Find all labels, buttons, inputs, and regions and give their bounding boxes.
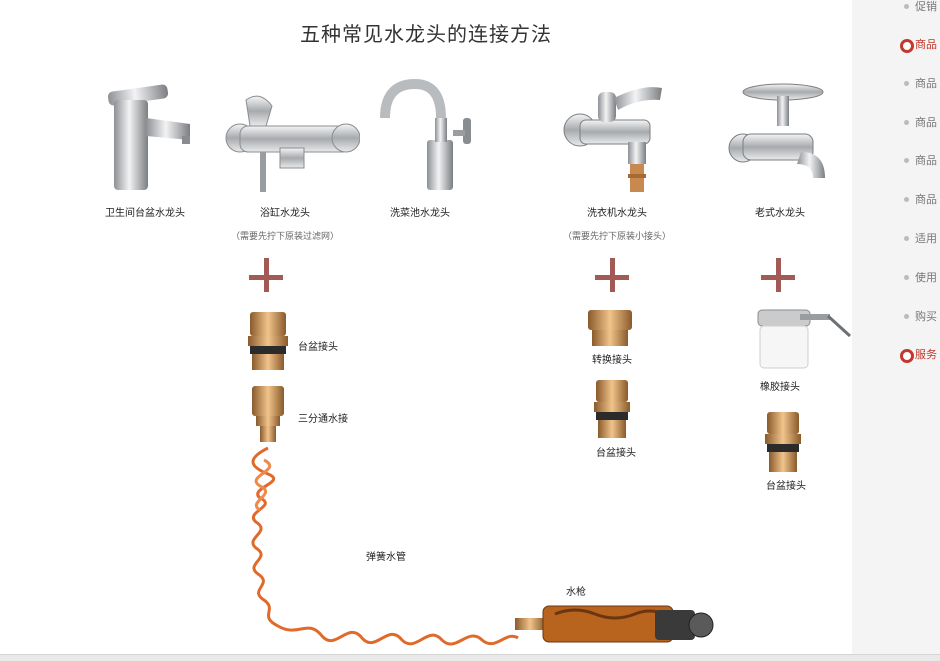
sidebar-item-label: 促销 <box>915 0 937 13</box>
coiled-hose-icon <box>251 446 519 646</box>
sidebar-item-service[interactable]: 服务 <box>852 345 940 365</box>
part-label: 水枪 <box>566 587 586 598</box>
product-detail-image: 五种常见水龙头的连接方法 卫生间台盆水龙头 浴缸水龙头 （需要先拧下原装过滤网） <box>80 22 852 646</box>
faucet-note: （需要先拧下原装过滤网） <box>230 232 339 242</box>
three-way-connector-icon <box>252 386 284 442</box>
bullet-icon <box>904 197 909 202</box>
sidebar-item-product-5[interactable]: 商品 <box>852 190 940 210</box>
part-label: 弹簧水管 <box>366 552 406 563</box>
faucet-washing-machine: 洗衣机水龙头 （需要先拧下原装小接头） <box>552 78 682 242</box>
plus-icon <box>761 258 801 298</box>
kitchen-faucet-icon <box>380 78 471 190</box>
part-label: 台盆接头 <box>298 342 338 353</box>
bullet-icon <box>904 314 909 319</box>
rubber-connector-icon <box>757 309 852 369</box>
faucet-old-style: 老式水龙头 <box>715 78 845 219</box>
bathtub-faucet-icon <box>225 95 360 192</box>
part-label: 台盆接头 <box>766 481 806 492</box>
sidebar-item-label: 购买 <box>915 310 937 323</box>
basin-faucet-icon <box>107 84 190 190</box>
faucet-label: 浴缸水龙头 <box>260 208 310 219</box>
plus-icon <box>595 258 635 298</box>
sidebar-item-product-3[interactable]: 商品 <box>852 113 940 133</box>
part-label: 台盆接头 <box>596 448 636 459</box>
sidebar-item-usage[interactable]: 使用 <box>852 268 940 288</box>
part-label: 橡胶接头 <box>760 382 800 393</box>
bullet-icon <box>904 4 909 9</box>
spray-gun-icon <box>515 605 714 643</box>
sidebar-item-product-1[interactable]: 商品 <box>852 35 940 55</box>
bullet-icon <box>904 236 909 241</box>
sidebar-item-label: 服务 <box>915 348 937 361</box>
sidebar-item-label: 商品 <box>915 154 937 167</box>
faucet-label: 卫生间台盆水龙头 <box>105 208 185 219</box>
bullet-icon <box>904 81 909 86</box>
sidebar-item-label: 商品 <box>915 38 937 51</box>
sidebar-item-product-4[interactable]: 商品 <box>852 151 940 171</box>
sidebar-item-applicable[interactable]: 适用 <box>852 229 940 249</box>
washing-machine-faucet-icon <box>563 87 662 192</box>
basin-connector-icon <box>248 312 288 370</box>
faucet-bathtub: 浴缸水龙头 （需要先拧下原装过滤网） <box>220 78 360 242</box>
bullet-icon <box>904 158 909 163</box>
adapter-connector-icon <box>588 310 632 346</box>
page-title: 五种常见水龙头的连接方法 <box>300 22 552 46</box>
active-circle-icon <box>900 349 914 363</box>
old-style-faucet-icon <box>728 83 825 178</box>
sidebar-item-promo[interactable]: 促销 <box>852 0 940 17</box>
sidebar-item-label: 商品 <box>915 77 937 90</box>
sidebar-item-product-2[interactable]: 商品 <box>852 74 940 94</box>
bullet-icon <box>904 120 909 125</box>
part-label: 转换接头 <box>592 355 632 366</box>
part-label: 三分通水接 <box>298 414 348 425</box>
horizontal-scrollbar[interactable] <box>0 654 940 661</box>
plus-icon <box>249 258 289 298</box>
faucet-note: （需要先拧下原装小接头） <box>562 232 671 242</box>
faucet-label: 洗衣机水龙头 <box>587 208 647 219</box>
sidebar-nav: 促销 商品 商品 商品 商品 商品 适用 使用 购买 服务 <box>852 0 940 660</box>
sidebar-item-purchase[interactable]: 购买 <box>852 307 940 327</box>
faucet-basin: 卫生间台盆水龙头 <box>80 78 210 219</box>
faucet-label: 洗菜池水龙头 <box>390 208 450 219</box>
active-circle-icon <box>900 39 914 53</box>
basin-connector-icon <box>594 380 630 438</box>
faucet-label: 老式水龙头 <box>755 208 805 219</box>
faucet-kitchen: 洗菜池水龙头 <box>355 78 485 219</box>
sidebar-item-label: 适用 <box>915 232 937 245</box>
sidebar-item-label: 商品 <box>915 193 937 206</box>
bullet-icon <box>904 275 909 280</box>
sidebar-item-label: 使用 <box>915 271 937 284</box>
sidebar-item-label: 商品 <box>915 116 937 129</box>
basin-connector-icon <box>765 412 801 472</box>
